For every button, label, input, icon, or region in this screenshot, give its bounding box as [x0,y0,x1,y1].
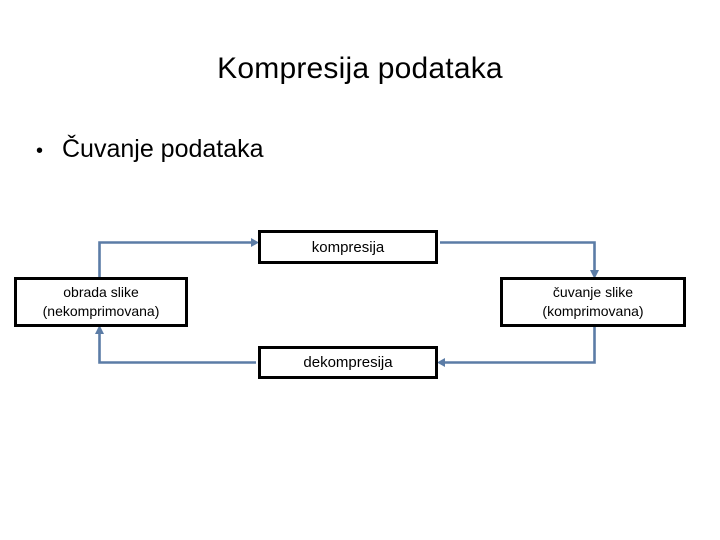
node-cuvanje-slike[interactable]: čuvanje slike (komprimovana) [500,277,686,327]
page-title: Kompresija podataka [217,52,503,85]
list-item-label: Čuvanje podataka [62,135,264,163]
bullet-point-icon: • [36,140,44,162]
node-obrada-slike[interactable]: obrada slike (nekomprimovana) [14,277,188,327]
node-dekompresija[interactable]: dekompresija [258,346,438,379]
edge-kompresija-to-cuvanje [440,241,596,274]
edge-dekompresija-to-obrada [98,330,256,364]
node-kompresija[interactable]: kompresija [258,230,438,264]
bullet-list: • Čuvanje podataka [36,133,636,167]
node-kompresija-label: kompresija [311,238,385,256]
list-item: • Čuvanje podataka [36,133,636,167]
node-cuvanje-slike-label-line2: (komprimovana) [542,303,644,319]
arrowhead-into-dekompresija [437,358,445,367]
edge-obrada-to-kompresija [98,241,255,277]
node-obrada-slike-label-line1: obrada slike [63,284,139,300]
node-obrada-slike-label-line2: (nekomprimovana) [42,303,160,319]
node-cuvanje-slike-label-line1: čuvanje slike [552,284,634,300]
node-dekompresija-label: dekompresija [303,354,393,371]
edge-cuvanje-to-dekompresija [441,327,596,364]
